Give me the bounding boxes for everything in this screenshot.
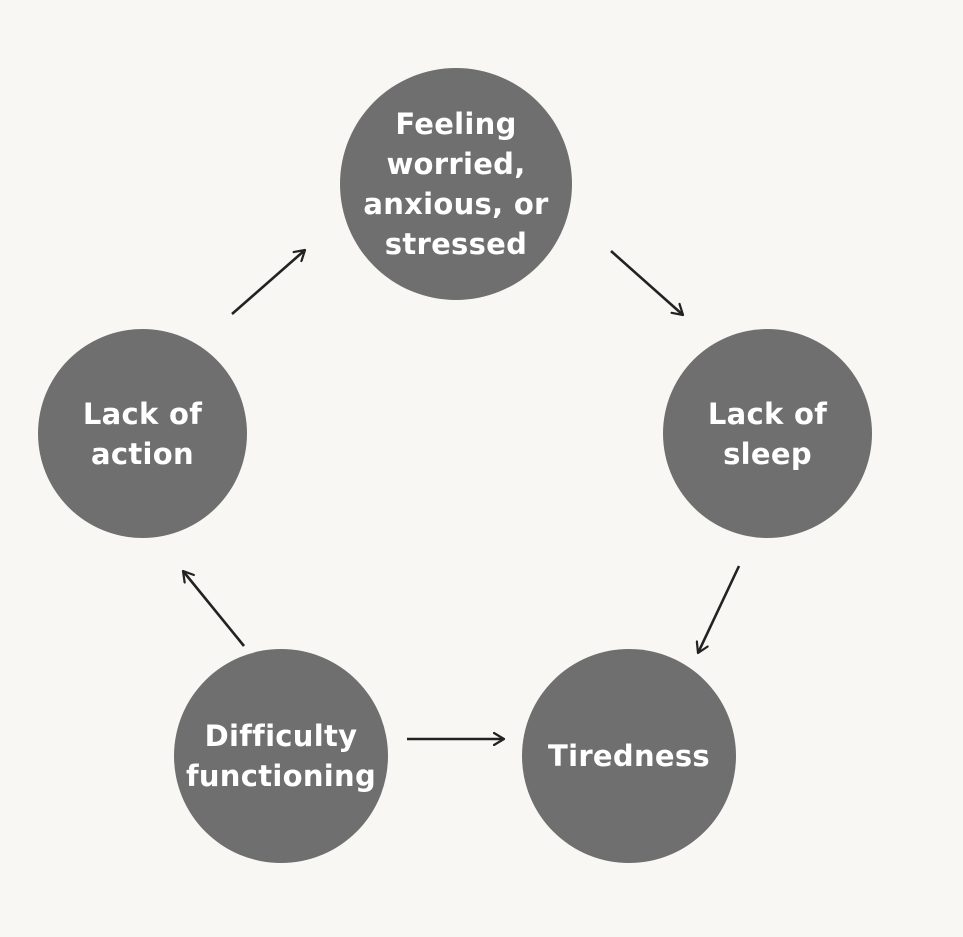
node-feeling-worried: Feeling worried, anxious, or stressed	[340, 68, 572, 300]
node-label: Tiredness	[548, 739, 710, 773]
node-label: Feeling worried, anxious, or stressed	[363, 107, 549, 261]
node-lack-of-action: Lack of action	[38, 329, 247, 538]
arrow-worried-to-sleep	[610, 250, 683, 315]
arrow-diff-to-action	[183, 571, 246, 647]
node-label: Difficulty functioning	[185, 719, 377, 793]
node-difficulty-functioning: Difficulty functioning	[174, 649, 388, 863]
node-label: Lack of sleep	[707, 396, 828, 471]
node-lack-of-sleep: Lack of sleep	[663, 329, 872, 538]
node-label: Lack of action	[82, 396, 203, 471]
arrow-sleep-to-tired	[698, 565, 741, 653]
arrow-action-to-worried	[231, 250, 305, 315]
node-tiredness: Tiredness	[522, 649, 736, 863]
